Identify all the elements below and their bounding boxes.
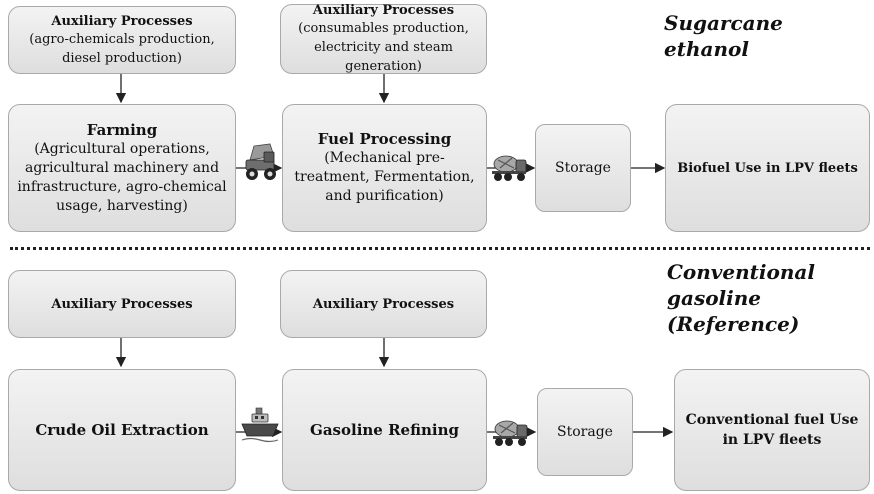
aux-title: Auxiliary Processes (312, 296, 455, 312)
heading-gasoline-line1: Conventional gasoline (667, 260, 815, 310)
biofuel-use-box: Biofuel Use in LPV fleets (665, 104, 870, 232)
section-separator (10, 247, 870, 250)
aux-desc: (consumables production, electricity and… (298, 21, 469, 74)
storage-label: Storage (557, 423, 613, 440)
storage-box-bottom: Storage (537, 388, 633, 476)
aux-processes-box-3: Auxiliary Processes (8, 270, 236, 338)
biofuel-use-label: Biofuel Use in LPV fleets (677, 160, 858, 176)
conventional-fuel-use-label: Conventional fuel Use in LPV fleets (685, 412, 859, 448)
fuel-processing-box: Fuel Processing (Mechanical pre-treatmen… (282, 104, 487, 232)
farming-box: Farming (Agricultural operations, agricu… (8, 104, 236, 232)
aux-title: Auxiliary Processes (312, 3, 455, 18)
tanker-truck-icon-bottom (493, 420, 528, 446)
harvest-truck-icon (245, 143, 276, 180)
heading-gasoline: Conventional gasoline (Reference) (667, 259, 874, 337)
aux-processes-box-2: Auxiliary Processes (consumables product… (280, 3, 487, 74)
aux-title: Auxiliary Processes (51, 13, 193, 29)
farming-title: Farming (86, 120, 158, 139)
aux-desc: (agro-chemicals production, diesel produ… (29, 31, 215, 66)
gasoline-refining-label: Gasoline Refining (310, 420, 459, 439)
crude-oil-extraction-box: Crude Oil Extraction (8, 369, 236, 491)
fuel-processing-title: Fuel Processing (317, 130, 452, 148)
storage-box: Storage (535, 124, 631, 212)
aux-processes-box-1: Auxiliary Processes (agro-chemicals prod… (8, 6, 236, 74)
storage-label: Storage (555, 159, 611, 176)
aux-processes-box-4: Auxiliary Processes (280, 270, 487, 338)
ship-icon (241, 407, 279, 443)
farming-desc: (Agricultural operations, agricultural m… (17, 140, 227, 214)
tanker-truck-icon (492, 155, 527, 181)
heading-sugarcane: Sugarcane ethanol (664, 11, 783, 61)
heading-gasoline-line2: (Reference) (667, 312, 800, 336)
aux-title: Auxiliary Processes (51, 296, 193, 312)
fuel-processing-desc: (Mechanical pre-treatment, Fermentation,… (294, 150, 475, 204)
gasoline-refining-box: Gasoline Refining (282, 369, 487, 491)
conventional-fuel-use-box: Conventional fuel Use in LPV fleets (674, 369, 870, 491)
crude-oil-extraction-label: Crude Oil Extraction (35, 420, 209, 439)
